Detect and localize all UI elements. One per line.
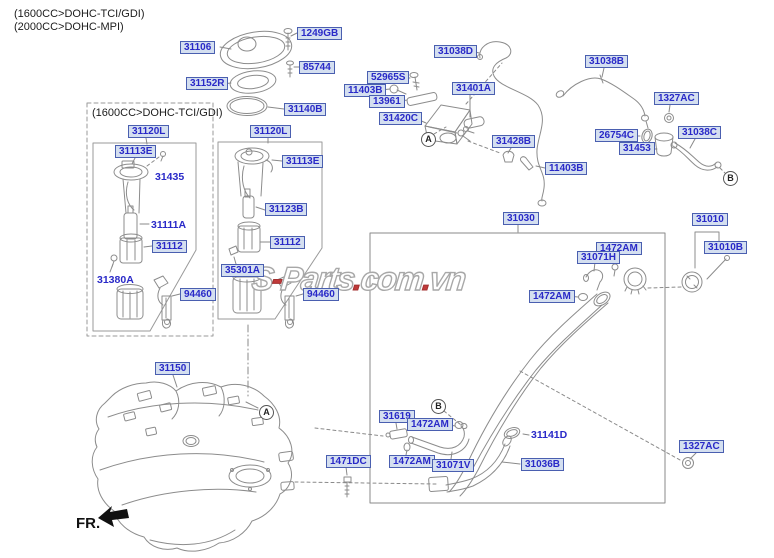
part-label-11403B[interactable]: 11403B bbox=[545, 162, 588, 175]
part-label-26754C[interactable]: 26754C bbox=[595, 129, 639, 142]
inset-title: (1600CC>DOHC-TCI/GDI) bbox=[92, 107, 223, 119]
callout-circle-b: B bbox=[431, 399, 446, 414]
watermark: S-Parts.com.vn bbox=[249, 259, 467, 298]
watermark-text: com bbox=[358, 259, 425, 297]
vapor-hose-drawing bbox=[555, 74, 722, 171]
part-label-31038D[interactable]: 31038D bbox=[434, 45, 478, 58]
part-label-13961[interactable]: 13961 bbox=[369, 95, 405, 108]
part-label-31111A: 31111A bbox=[151, 219, 187, 231]
part-label-31038B[interactable]: 31038B bbox=[585, 55, 629, 68]
part-label-31010B[interactable]: 31010B bbox=[704, 241, 748, 254]
engine-variant-line2: (2000CC>DOHC-MPI) bbox=[14, 21, 124, 33]
part-label-11403B[interactable]: 11403B bbox=[344, 84, 387, 97]
callout-circle-b: B bbox=[723, 171, 738, 186]
part-label-31036B[interactable]: 31036B bbox=[521, 458, 565, 471]
part-label-31120L[interactable]: 31120L bbox=[250, 125, 292, 138]
fuel-pump-plate-drawing bbox=[219, 28, 294, 116]
part-label-1472AM[interactable]: 1472AM bbox=[407, 418, 453, 431]
part-label-31152R[interactable]: 31152R bbox=[186, 77, 229, 90]
part-label-1249GB[interactable]: 1249GB bbox=[297, 27, 343, 40]
part-label-31123B[interactable]: 31123B bbox=[265, 203, 308, 216]
part-label-31453[interactable]: 31453 bbox=[619, 142, 655, 155]
fuel-pump-right-drawing bbox=[228, 147, 273, 314]
part-label-1327AC[interactable]: 1327AC bbox=[679, 440, 724, 453]
part-label-31038C[interactable]: 31038C bbox=[678, 126, 722, 139]
inset-dashed-box bbox=[86, 102, 323, 337]
front-direction-label: FR. bbox=[76, 515, 101, 532]
part-label-31401A[interactable]: 31401A bbox=[452, 82, 496, 95]
part-label-31010[interactable]: 31010 bbox=[692, 213, 728, 226]
part-label-31030[interactable]: 31030 bbox=[503, 212, 539, 225]
part-label-31380A: 31380A bbox=[97, 274, 134, 286]
part-label-52965S[interactable]: 52965S bbox=[367, 71, 410, 84]
watermark-text: vn bbox=[427, 259, 467, 297]
part-label-31435: 31435 bbox=[155, 171, 185, 183]
part-label-1472AM[interactable]: 1472AM bbox=[389, 455, 435, 468]
part-label-1472AM[interactable]: 1472AM bbox=[529, 290, 575, 303]
filler-assembly-box bbox=[369, 232, 666, 504]
part-label-31140B[interactable]: 31140B bbox=[284, 103, 327, 116]
part-label-31120L[interactable]: 31120L bbox=[128, 125, 170, 138]
part-label-31141D: 31141D bbox=[531, 429, 568, 441]
engine-variant-line1: (1600CC>DOHC-TCI/GDI) bbox=[14, 8, 145, 20]
part-label-35301A[interactable]: 35301A bbox=[221, 264, 265, 277]
callout-circle-a: A bbox=[259, 405, 274, 420]
fuel-pump-left-drawing bbox=[110, 151, 166, 320]
part-label-31150[interactable]: 31150 bbox=[155, 362, 191, 375]
part-label-1327AC[interactable]: 1327AC bbox=[654, 92, 699, 105]
part-label-31619[interactable]: 31619 bbox=[379, 410, 415, 423]
part-label-31106[interactable]: 31106 bbox=[180, 41, 216, 54]
part-label-31113E[interactable]: 31113E bbox=[115, 145, 157, 158]
fuel-tank-drawing bbox=[91, 381, 295, 552]
part-label-31071H[interactable]: 31071H bbox=[577, 251, 621, 264]
filler-neck-drawing bbox=[343, 231, 730, 498]
part-label-85744[interactable]: 85744 bbox=[299, 61, 335, 74]
part-label-31112[interactable]: 31112 bbox=[152, 240, 187, 253]
front-direction-arrow-icon bbox=[98, 506, 129, 527]
part-label-1471DC[interactable]: 1471DC bbox=[326, 455, 371, 468]
part-label-31428B[interactable]: 31428B bbox=[492, 135, 536, 148]
fuel-sender-drawing bbox=[153, 275, 172, 329]
part-label-31112[interactable]: 31112 bbox=[270, 236, 305, 249]
part-label-94460[interactable]: 94460 bbox=[303, 288, 339, 301]
callout-circle-a: A bbox=[421, 132, 436, 147]
part-label-31420C[interactable]: 31420C bbox=[379, 112, 423, 125]
part-label-94460[interactable]: 94460 bbox=[180, 288, 216, 301]
part-label-31113E[interactable]: 31113E bbox=[282, 155, 324, 168]
part-label-31071V[interactable]: 31071V bbox=[432, 459, 475, 472]
vapor-pipe-drawing bbox=[477, 41, 547, 207]
